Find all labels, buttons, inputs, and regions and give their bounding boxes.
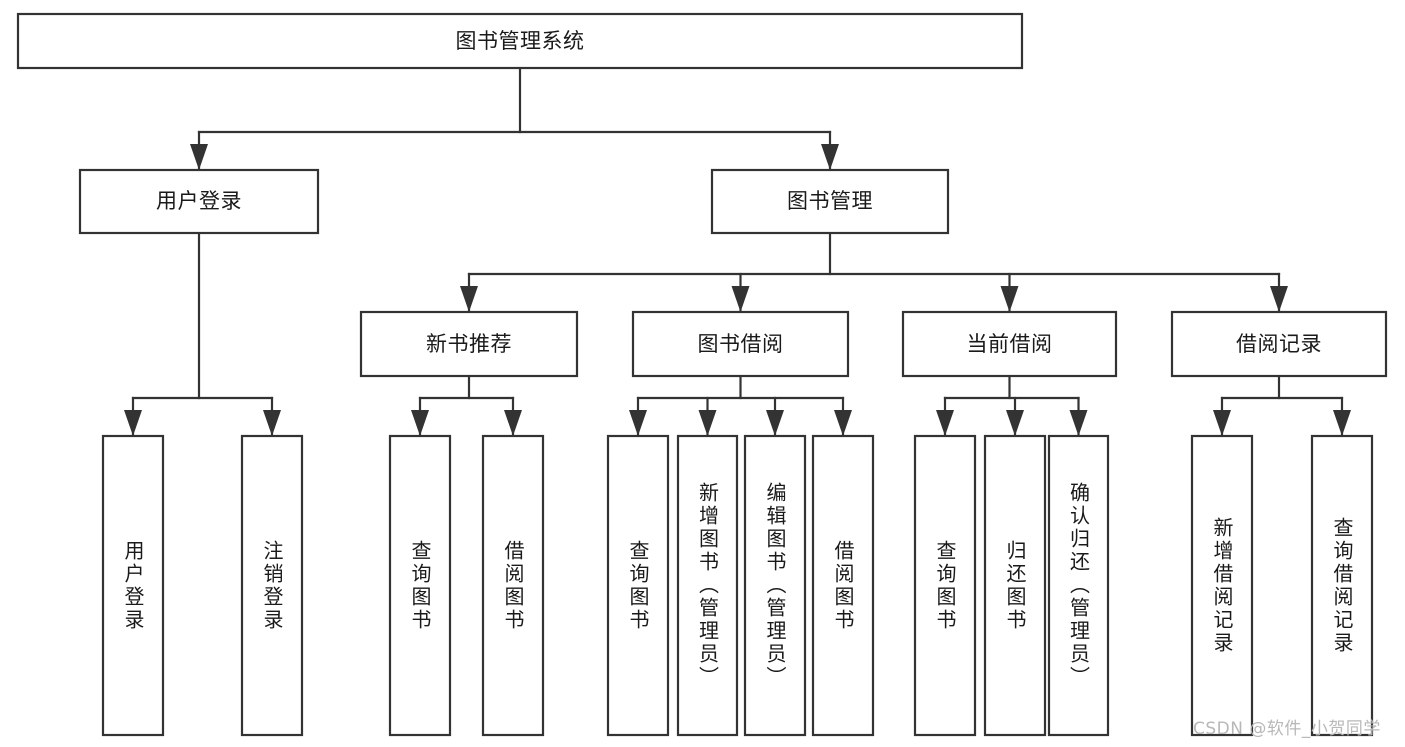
node-box-leaf-confirm-return[interactable] [1047, 434, 1110, 737]
arrow-head-leaf-query-book-2 [629, 410, 647, 436]
arrow-head-leaf-query-book-3 [936, 410, 954, 436]
node-box-leaf-user-login[interactable] [101, 434, 165, 737]
node-box-new-book-rec[interactable] [359, 310, 579, 378]
arrow-head-leaf-return-book [1006, 410, 1024, 436]
node-box-user-login[interactable] [78, 168, 320, 235]
arrow-head-leaf-edit-book [766, 410, 784, 436]
node-box-root[interactable] [16, 12, 1024, 70]
node-box-leaf-logout[interactable] [240, 434, 304, 737]
arrow-head-leaf-user-login [124, 410, 142, 436]
arrow-head-leaf-query-book-1 [411, 410, 429, 436]
node-box-book-borrow[interactable] [631, 310, 850, 378]
node-box-leaf-borrow-book-1[interactable] [481, 434, 545, 737]
node-box-leaf-query-record[interactable] [1310, 434, 1374, 737]
node-box-leaf-return-book[interactable] [983, 434, 1047, 737]
node-box-current-borrow[interactable] [901, 310, 1118, 378]
csdn-watermark: CSDN @软件_小贺同学 [1193, 719, 1381, 739]
arrow-head-leaf-logout [263, 410, 281, 436]
node-box-borrow-record[interactable] [1170, 310, 1388, 378]
arrow-head-borrow-record [1270, 286, 1288, 312]
node-box-leaf-add-record[interactable] [1190, 434, 1254, 737]
arrow-head-current-borrow [1000, 286, 1019, 312]
arrow-head-leaf-add-record [1213, 410, 1231, 436]
arrow-head-leaf-borrow-book-2 [834, 410, 852, 436]
arrow-head-new-book-rec [460, 286, 478, 312]
node-box-leaf-add-book[interactable] [676, 434, 739, 737]
edges-layer [124, 66, 1351, 436]
arrow-head-leaf-confirm-return [1069, 410, 1088, 436]
arrow-head-user-login [190, 144, 208, 170]
arrow-head-book-manage [821, 144, 839, 170]
boxes-layer [16, 12, 1388, 737]
arrow-head-leaf-add-book [698, 410, 717, 436]
node-box-leaf-query-book-3[interactable] [913, 434, 977, 737]
arrow-head-book-borrow [731, 286, 750, 312]
node-box-leaf-query-book-2[interactable] [606, 434, 670, 737]
node-box-book-manage[interactable] [710, 168, 950, 235]
node-box-leaf-edit-book[interactable] [743, 434, 807, 737]
arrow-head-leaf-query-record [1333, 410, 1351, 436]
node-box-leaf-borrow-book-2[interactable] [811, 434, 875, 737]
node-box-leaf-query-book-1[interactable] [388, 434, 452, 737]
arrow-head-leaf-borrow-book-1 [504, 410, 522, 436]
